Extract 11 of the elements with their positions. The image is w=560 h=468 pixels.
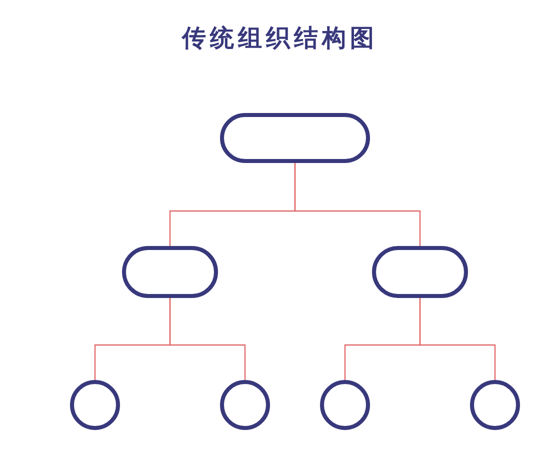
- title: 传统组织结构图: [180, 23, 379, 54]
- circle: [320, 380, 370, 430]
- rounded-box: [220, 113, 370, 163]
- rounded-box: [372, 246, 468, 298]
- rounded-box: [122, 246, 218, 298]
- circle: [220, 380, 270, 430]
- connector-line: [169, 298, 246, 380]
- circle: [70, 380, 120, 430]
- connector-line: [419, 298, 496, 380]
- connector-line: [294, 163, 421, 246]
- circle: [470, 380, 520, 430]
